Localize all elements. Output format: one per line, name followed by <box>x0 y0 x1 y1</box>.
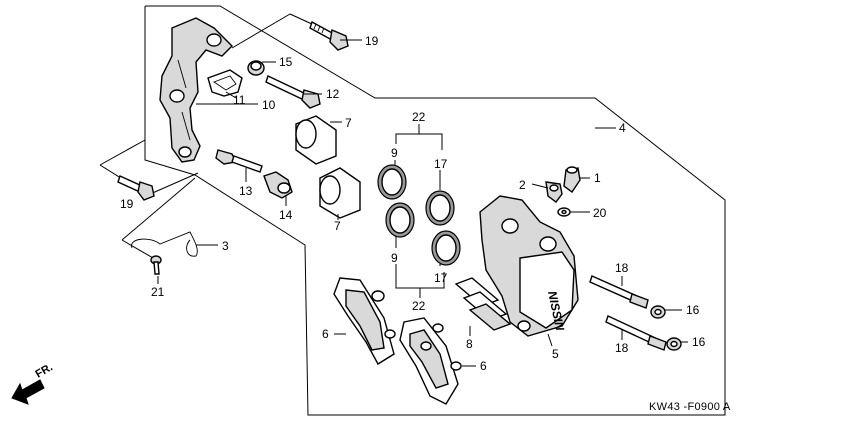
pad-pin-upper <box>589 275 649 309</box>
piston-lower <box>319 167 361 219</box>
pin-plug-upper <box>650 305 666 319</box>
callout-19-upper: 19 <box>365 34 379 48</box>
pad-pin-bolt <box>150 255 162 275</box>
callout-13: 13 <box>239 184 253 198</box>
callout-17-lower: 17 <box>434 271 448 285</box>
pin-cap <box>247 60 265 76</box>
callout-18-upper: 18 <box>615 261 629 275</box>
piston-upper <box>295 115 337 165</box>
brake-pad-lower <box>399 317 462 405</box>
callout-5: 5 <box>552 347 559 361</box>
seal-kit-bracket-top <box>395 124 443 150</box>
pad-pin-lower <box>605 315 667 351</box>
banjo-fitting <box>545 181 563 203</box>
front-direction-indicator: FR. <box>11 361 55 405</box>
callout-7-lower: 7 <box>334 219 341 233</box>
pad-spring <box>131 231 198 257</box>
callout-6-upper: 6 <box>322 327 329 341</box>
callout-4: 4 <box>619 121 626 135</box>
callout-7-upper: 7 <box>345 116 352 130</box>
callout-22-lower: 22 <box>412 299 426 313</box>
bleeder-valve <box>563 166 581 194</box>
pad-shims <box>454 277 512 331</box>
sealing-washer <box>557 207 571 217</box>
callout-11: 11 <box>233 93 246 107</box>
callout-8: 8 <box>466 337 473 351</box>
callout-10: 10 <box>262 98 276 112</box>
diagram-code: KW43 -F0900 A <box>649 401 731 413</box>
callout-18-lower: 18 <box>615 341 629 355</box>
leader-lines <box>157 39 688 367</box>
slide-pin <box>215 149 263 173</box>
pin-plug-lower <box>666 337 682 351</box>
mounting-bolt-left <box>117 175 155 201</box>
callout-6-lower: 6 <box>480 359 487 373</box>
pin-boot <box>263 171 293 199</box>
callout-3: 3 <box>222 239 229 253</box>
brake-pad-upper <box>333 277 396 365</box>
callout-2: 2 <box>519 178 526 192</box>
callout-17-upper: 17 <box>434 157 448 171</box>
callout-1: 1 <box>594 171 601 185</box>
callout-16-upper: 16 <box>686 303 700 317</box>
callout-14: 14 <box>279 208 293 222</box>
callout-9-upper: 9 <box>391 146 398 160</box>
pad-clip <box>207 69 243 97</box>
piston-seals <box>377 164 461 266</box>
callout-9-lower: 9 <box>391 251 398 265</box>
callout-21: 21 <box>151 285 165 299</box>
callout-15: 15 <box>279 55 293 69</box>
callout-20: 20 <box>593 206 607 220</box>
caliper-bracket <box>159 17 233 163</box>
front-label: FR. <box>34 361 55 380</box>
caliper-body: NISSIN <box>479 195 579 337</box>
callout-12: 12 <box>326 87 340 101</box>
front-arrow-icon <box>11 379 45 405</box>
callout-numbers: 1 2 3 4 5 6 6 7 7 8 9 9 10 11 12 13 14 1… <box>120 34 706 373</box>
callout-16-lower: 16 <box>692 335 706 349</box>
callout-19-lower: 19 <box>120 197 134 211</box>
callout-22-upper: 22 <box>412 110 426 124</box>
mounting-bolt-top <box>309 20 349 51</box>
seal-kit-bracket-bottom <box>395 264 445 298</box>
